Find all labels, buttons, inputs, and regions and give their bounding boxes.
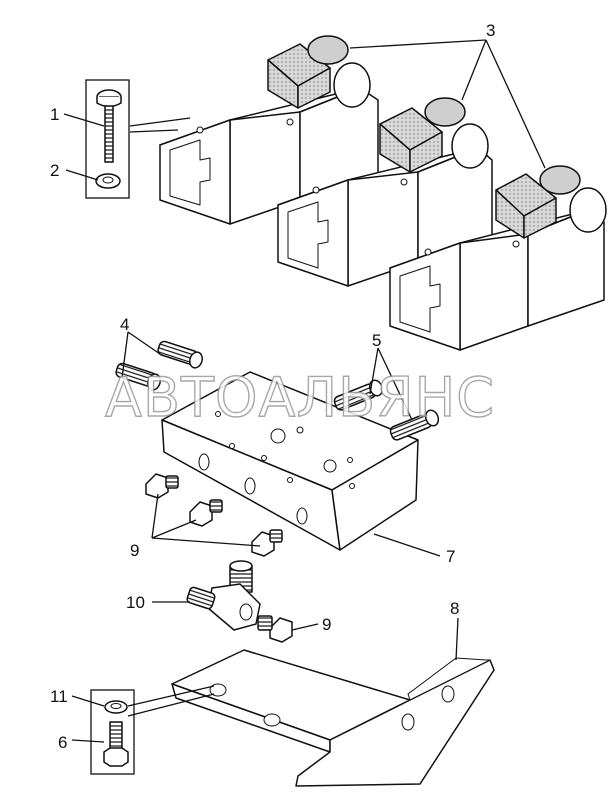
- callout-1: 1: [50, 105, 59, 124]
- callout-10: 10: [126, 593, 145, 612]
- callout-3: 3: [486, 21, 495, 40]
- callout-4: 4: [120, 315, 129, 334]
- fitting-4b: [115, 362, 161, 391]
- callout-9-group: 9: [130, 541, 139, 560]
- callout-11: 11: [50, 687, 68, 706]
- fitting-4a: [157, 340, 203, 369]
- plug-9d: [257, 615, 293, 643]
- leader-lines: [63, 39, 546, 743]
- callout-7: 7: [446, 547, 455, 566]
- mounting-bracket: [171, 649, 495, 787]
- callout-5: 5: [372, 331, 381, 350]
- screw-frame: [85, 79, 130, 199]
- callout-labels: 1 2 3 4 5 9 7 10 9 8 11 6: [50, 21, 495, 752]
- fitting-5a: [333, 379, 384, 411]
- solenoid-valve-3: [389, 165, 607, 351]
- callout-6: 6: [58, 733, 67, 752]
- tee-fitting: [186, 560, 261, 631]
- callout-8: 8: [450, 599, 459, 618]
- plug-9b: [189, 499, 223, 527]
- callout-2: 2: [50, 161, 59, 180]
- callout-9-single: 9: [322, 615, 331, 634]
- solenoid-valve-2: [277, 97, 493, 287]
- fitting-5b: [389, 409, 440, 441]
- plug-9c: [251, 529, 283, 557]
- plug-9a: [145, 473, 179, 499]
- bolt-washer-group: [90, 689, 135, 775]
- screw-shank: [104, 105, 114, 163]
- watermark-text: АВТОАЛЬЯНС: [105, 366, 495, 429]
- screw-washer-group: [85, 79, 130, 199]
- manifold-plate: [161, 371, 419, 551]
